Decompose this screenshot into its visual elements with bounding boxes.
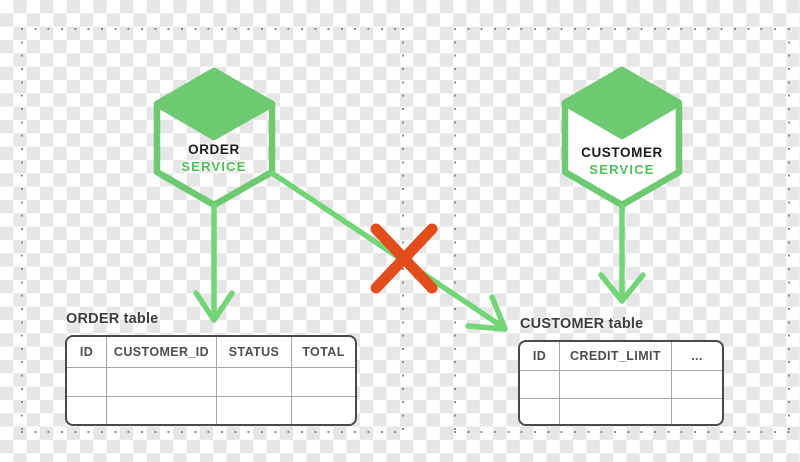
customer-empty-cell [560, 399, 672, 424]
order-to-customertable-arrow [269, 170, 508, 332]
order-cube-top-icon [153, 67, 276, 141]
customer-to-customertable-arrow [598, 203, 646, 304]
left-panel-border-right [402, 28, 404, 433]
left-panel-border-left [21, 28, 23, 433]
customer-table-label: CUSTOMER table [520, 316, 644, 332]
customer-empty-cell [672, 399, 722, 424]
order-empty-cell [292, 368, 355, 397]
right-panel-border-bottom [454, 431, 790, 433]
order-empty-cell [217, 397, 292, 424]
customer-empty-cell [520, 399, 560, 424]
order-empty-cell [67, 397, 107, 424]
order-service-name: ORDER [188, 142, 240, 157]
customer-col-id: ID [520, 342, 560, 371]
customer-empty-cell [560, 371, 672, 399]
order-col-status: STATUS [217, 337, 292, 368]
order-hexagon-icon [153, 67, 276, 209]
order-col-customer-id: CUSTOMER_ID [107, 337, 217, 368]
order-empty-cell [107, 368, 217, 397]
customer-col-ellipsis: ... [672, 342, 722, 371]
right-panel-border-top [454, 28, 790, 30]
customer-hexagon-icon [561, 66, 683, 209]
blocked-cross-icon [370, 223, 438, 294]
order-empty-cell [107, 397, 217, 424]
customer-cube-top-icon [561, 66, 683, 140]
order-table-label: ORDER table [66, 311, 159, 327]
right-panel-border-right [788, 28, 790, 433]
customer-service-label: CUSTOMER SERVICE [552, 145, 692, 178]
customer-service-name: CUSTOMER [581, 145, 663, 160]
order-service-suffix: SERVICE [181, 158, 247, 174]
order-empty-cell [292, 397, 355, 424]
customer-empty-cell [672, 371, 722, 399]
right-panel-border-left [454, 28, 456, 433]
order-empty-cell [217, 368, 292, 397]
order-col-total: TOTAL [292, 337, 355, 368]
order-table: ID CUSTOMER_ID STATUS TOTAL [65, 335, 357, 426]
order-col-id: ID [67, 337, 107, 368]
customer-col-credit-limit: CREDIT_LIMIT [560, 342, 672, 371]
customer-service-suffix: SERVICE [589, 161, 655, 177]
left-panel-border-bottom [21, 431, 403, 433]
customer-empty-cell [520, 371, 560, 399]
left-panel-border-top [21, 28, 403, 30]
customer-table: ID CREDIT_LIMIT ... [518, 340, 724, 426]
order-service-label: ORDER SERVICE [144, 142, 284, 175]
order-to-ordertable-arrow [193, 203, 235, 323]
order-empty-cell [67, 368, 107, 397]
